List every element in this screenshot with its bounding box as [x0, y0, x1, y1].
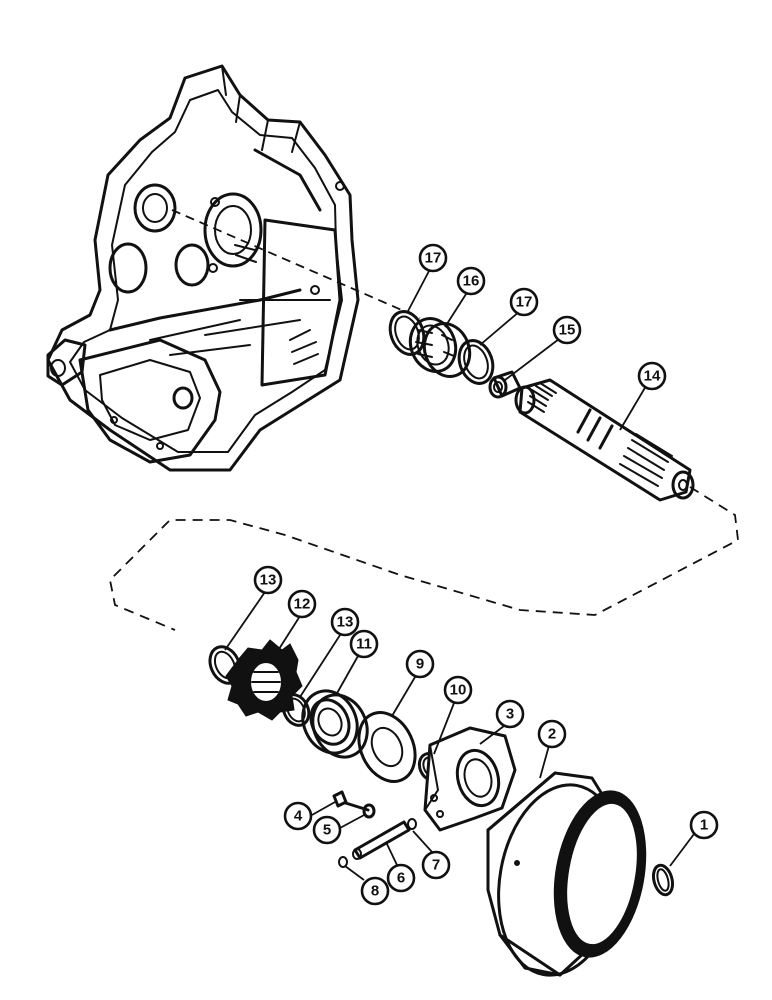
callout-label: 13: [337, 614, 354, 631]
bushing-15: [488, 370, 522, 399]
callout-4: 4: [283, 801, 313, 831]
callout-6: 6: [386, 863, 416, 893]
bolt-4: [332, 790, 370, 812]
splined-shaft-14: [514, 378, 695, 502]
callout-13-left: 13: [253, 565, 283, 595]
callout-label: 7: [432, 857, 440, 874]
callout-15: 15: [552, 315, 582, 345]
ring-gear-2: [486, 771, 647, 977]
callout-11: 11: [349, 629, 379, 659]
callout-label: 13: [260, 572, 277, 589]
snap-ring-1: [651, 863, 675, 897]
snap-ring-17-left: [388, 310, 426, 356]
callout-8: 8: [360, 876, 390, 906]
callout-7: 7: [421, 850, 451, 880]
callout-label: 10: [450, 682, 467, 699]
shaft-centerline: [171, 209, 421, 319]
pivot-pin-6: [352, 820, 411, 860]
callout-label: 16: [463, 273, 480, 290]
callout-16: 16: [456, 266, 486, 296]
spur-gear-12: [225, 639, 303, 721]
callout-label: 11: [356, 636, 372, 653]
callout-label: 1: [700, 817, 708, 834]
callout-label: 17: [516, 294, 533, 311]
callout-14: 14: [637, 361, 667, 391]
callout-17-right: 17: [509, 287, 539, 317]
callout-label: 14: [644, 368, 661, 385]
callout-label: 15: [559, 322, 576, 339]
callout-label: 8: [371, 883, 379, 900]
assembly-path-dashed: [109, 486, 739, 631]
thrust-washer-9: [357, 711, 417, 783]
bearing-carrier-3: [423, 726, 517, 832]
callout-2: 2: [537, 719, 567, 749]
callout-17-left: 17: [418, 243, 448, 273]
callout-label: 12: [294, 596, 311, 613]
lock-washer-5: [362, 803, 376, 819]
callout-10: 10: [443, 675, 473, 705]
callout-label: 17: [425, 250, 442, 267]
callout-label: 9: [416, 656, 424, 673]
callout-3: 3: [495, 699, 525, 729]
callout-label: 2: [548, 726, 556, 743]
callout-5: 5: [312, 815, 342, 845]
leader-lines: [224, 270, 695, 881]
callout-1: 1: [689, 810, 719, 840]
callout-label: 3: [506, 706, 514, 723]
transmission-housing: [46, 64, 360, 472]
callout-label: 6: [397, 870, 405, 887]
ball-bearing-11: [301, 689, 369, 759]
callout-13-right: 13: [330, 607, 360, 637]
callout-9: 9: [405, 649, 435, 679]
o-ring-8: [338, 856, 348, 868]
callout-label: 4: [294, 808, 303, 825]
o-ring-7: [407, 818, 417, 830]
callout-12: 12: [287, 589, 317, 619]
snap-ring-17-right: [457, 339, 495, 385]
callout-label: 5: [323, 822, 331, 839]
